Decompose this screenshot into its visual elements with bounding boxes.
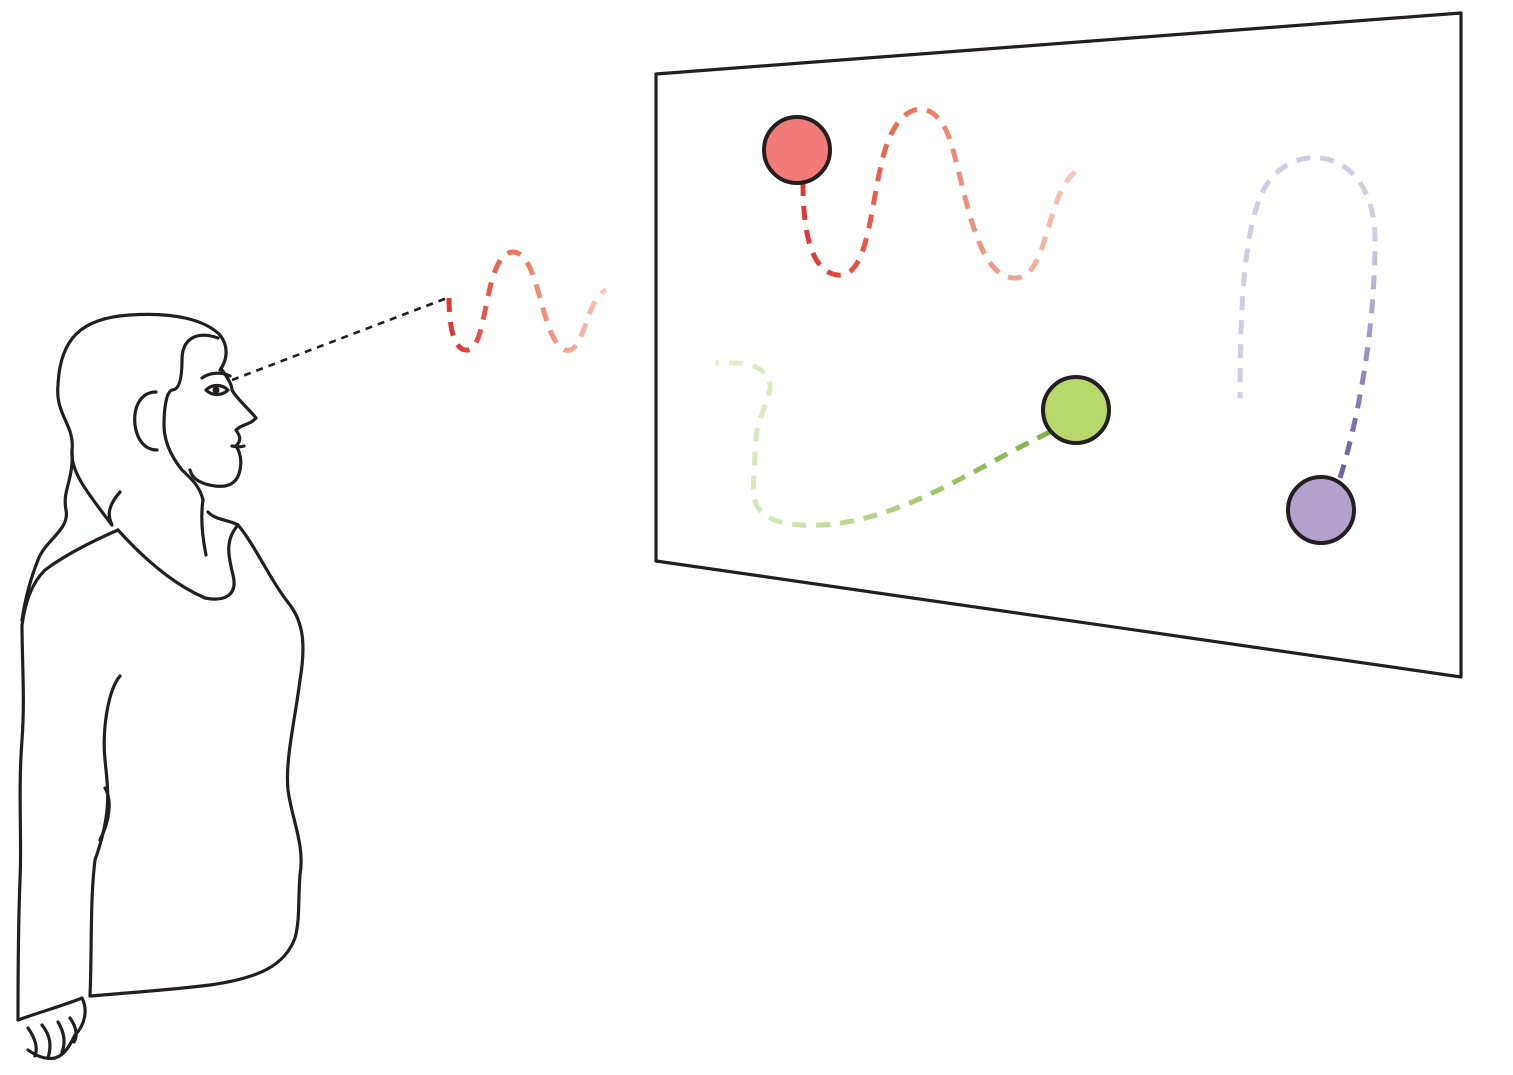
purple-trail <box>1237 155 1378 479</box>
gaze-line <box>231 296 448 382</box>
red-trail <box>800 106 1080 281</box>
green-target-dot <box>1041 375 1111 445</box>
display-panel-icon <box>654 11 1463 679</box>
gaze-trail <box>446 249 608 353</box>
green-trail <box>714 360 1052 528</box>
eye-pupil <box>212 386 220 394</box>
woman-viewer-icon <box>16 312 305 1061</box>
purple-target-dot <box>1286 475 1356 545</box>
red-target-dot <box>762 115 832 185</box>
